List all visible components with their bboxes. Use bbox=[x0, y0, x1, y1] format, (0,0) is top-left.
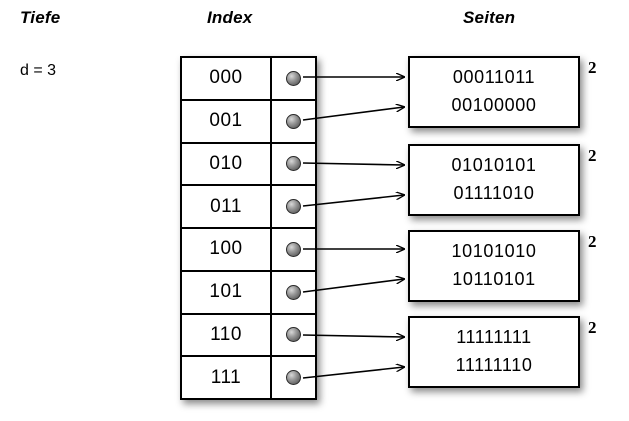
index-row: 101 bbox=[182, 271, 315, 315]
index-directory-table: 000 001 010 011 100 bbox=[180, 56, 317, 400]
index-key: 101 bbox=[182, 271, 272, 313]
column-heading-pages: Seiten bbox=[463, 8, 516, 27]
index-pointer-cell bbox=[272, 58, 315, 99]
page-local-depth: 2 bbox=[588, 146, 597, 165]
page-local-depth: 2 bbox=[588, 58, 597, 77]
index-pointer-cell bbox=[272, 186, 315, 227]
index-pointer-cell bbox=[272, 101, 315, 142]
page-record: 00011011 bbox=[452, 67, 536, 88]
page-record: 00100000 bbox=[451, 95, 537, 115]
page-record: 11111111 bbox=[456, 327, 532, 348]
page-record: 11111110 bbox=[455, 355, 533, 375]
index-key: 100 bbox=[182, 229, 272, 270]
pointer-dot-icon bbox=[286, 370, 301, 386]
index-pointer-cell bbox=[272, 272, 315, 313]
index-key: 111 bbox=[182, 357, 272, 398]
index-pointer-cell bbox=[272, 357, 315, 398]
page-record: 10101010 bbox=[451, 241, 537, 262]
index-pointer-cell bbox=[272, 144, 315, 185]
column-heading-depth: Tiefe bbox=[20, 8, 61, 27]
pointer-dot-icon bbox=[286, 327, 301, 343]
page-box: 10101010 10110101 bbox=[408, 230, 580, 302]
index-row: 010 bbox=[182, 143, 315, 187]
index-row: 011 bbox=[182, 186, 315, 229]
page-record: 01010101 bbox=[451, 155, 537, 176]
index-row: 100 bbox=[182, 229, 315, 272]
page-local-depth: 2 bbox=[588, 232, 597, 251]
index-key: 010 bbox=[182, 143, 272, 185]
pointer-dot-icon bbox=[286, 199, 301, 215]
page-local-depth: 2 bbox=[588, 318, 597, 337]
index-key: 000 bbox=[182, 58, 272, 99]
global-depth-label: d = 3 bbox=[20, 62, 57, 79]
page-record: 01111010 bbox=[453, 183, 535, 203]
page-record: 10110101 bbox=[452, 269, 536, 289]
pointer-dot-icon bbox=[286, 70, 301, 86]
arrow-111-to-page-4 bbox=[302, 367, 404, 379]
pointer-dot-icon bbox=[286, 156, 301, 172]
index-key: 001 bbox=[182, 100, 272, 142]
arrow-110-to-page-4 bbox=[302, 335, 404, 337]
page-box: 00011011 00100000 bbox=[408, 56, 580, 128]
pointer-dot-icon bbox=[286, 241, 301, 257]
page-box: 01010101 01111010 bbox=[408, 144, 580, 216]
pointer-dot-icon bbox=[286, 113, 301, 129]
index-row: 001 bbox=[182, 100, 315, 144]
index-key: 011 bbox=[182, 186, 272, 227]
column-heading-index: Index bbox=[207, 8, 253, 27]
arrow-001-to-page-1 bbox=[302, 107, 404, 121]
arrow-010-to-page-2 bbox=[302, 163, 404, 165]
page-box: 11111111 11111110 bbox=[408, 316, 580, 388]
index-row: 000 bbox=[182, 58, 315, 101]
index-key: 110 bbox=[182, 314, 272, 356]
index-row: 110 bbox=[182, 314, 315, 358]
arrow-011-to-page-2 bbox=[302, 195, 404, 207]
index-pointer-cell bbox=[272, 315, 315, 356]
pointer-dot-icon bbox=[286, 284, 301, 300]
index-row: 111 bbox=[182, 357, 315, 398]
arrow-101-to-page-3 bbox=[302, 279, 404, 293]
index-pointer-cell bbox=[272, 229, 315, 270]
